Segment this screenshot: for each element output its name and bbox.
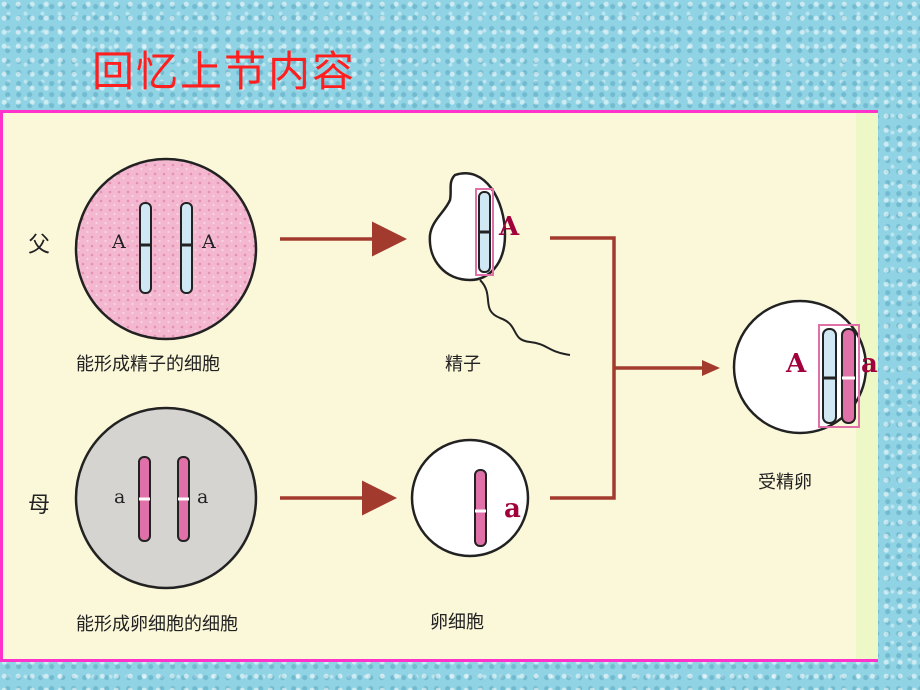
sperm-outline-box: [475, 188, 494, 276]
zygote-allele-maternal: a: [861, 349, 878, 379]
sperm-tail: [479, 279, 571, 356]
egg-chromosome: [474, 469, 487, 547]
zygote-allele-paternal: A: [786, 349, 807, 379]
father-chromosome-1: [139, 202, 152, 294]
father-allele-2: A: [202, 231, 216, 253]
zygote-outline-box: [818, 324, 860, 428]
sperm-chromosome: [478, 191, 491, 273]
merge-connector: [550, 236, 715, 500]
mother-chromosome-2: [177, 456, 190, 542]
mother-label: 母: [28, 493, 51, 518]
merge-arrowhead: [702, 360, 720, 376]
father-label: 父: [28, 233, 51, 258]
mother-allele-2: a: [197, 486, 209, 508]
egg-label: 卵细胞: [430, 612, 484, 633]
egg-allele: a: [504, 494, 521, 524]
sperm-label: 精子: [445, 354, 481, 375]
egg-cell: [410, 438, 530, 558]
mother-chromosome-1: [138, 456, 151, 542]
zygote-chromosome-paternal: [822, 328, 837, 424]
panel-edge: [856, 113, 878, 659]
slide-title: 回忆上节内容: [92, 47, 357, 96]
sperm-allele: A: [499, 212, 520, 242]
father-cell-label: 能形成精子的细胞: [76, 354, 220, 375]
zygote-chromosome-maternal: [841, 328, 856, 424]
zygote-label: 受精卵: [758, 472, 812, 493]
father-cell: [74, 157, 258, 341]
mother-cell-label: 能形成卵细胞的细胞: [76, 614, 238, 635]
mother-allele-1: a: [114, 486, 126, 508]
father-chromosome-2: [180, 202, 193, 294]
father-allele-1: A: [112, 231, 126, 253]
mother-cell: [74, 406, 258, 590]
